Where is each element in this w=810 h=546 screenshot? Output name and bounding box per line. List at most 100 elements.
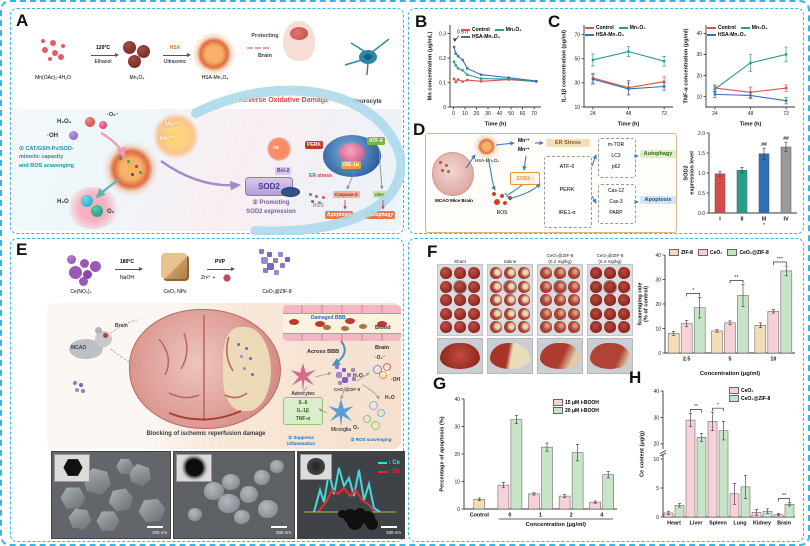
reactant-label: Mn(OAc)₂·4H₂O	[35, 75, 71, 81]
data-point	[456, 78, 460, 81]
p62-label: p62	[611, 164, 621, 170]
ros-ring-icon	[379, 371, 387, 379]
brain-slice	[553, 294, 567, 306]
ir-burst-icon	[267, 137, 291, 161]
cas3-label: Cas-3	[609, 199, 623, 205]
legend-item: HSA-Mn₃O₄	[585, 32, 624, 38]
svg-text:40: 40	[653, 389, 659, 395]
data-point	[452, 60, 456, 63]
data-point	[456, 67, 460, 70]
svg-text:30: 30	[574, 81, 580, 87]
reaction-temp: 180°C	[120, 259, 134, 265]
o2-label: O₂	[107, 209, 115, 215]
brain-slice	[567, 294, 580, 306]
ce-reactant-label: Ce(NO₃)₃	[70, 289, 92, 295]
bar	[724, 322, 736, 354]
tem-inset	[54, 454, 90, 482]
legend-item: Mn₃O₄	[618, 25, 646, 31]
bar	[680, 323, 693, 354]
h2o-ring-icon	[369, 401, 378, 410]
brain-slice	[553, 267, 567, 279]
superoxide-label: ·O₂⁻	[375, 355, 386, 361]
perk-label: PERK	[559, 187, 575, 193]
brain-slice	[567, 280, 580, 293]
brain-slice	[603, 307, 617, 320]
brain-slice	[453, 267, 467, 279]
apoptosis-chip: Apoptosis	[325, 211, 354, 219]
data-point	[749, 61, 752, 65]
panel-b-label: B	[415, 12, 428, 31]
blood-label: Blood	[375, 325, 391, 331]
mitochondria-icon	[281, 187, 300, 197]
brain-slice	[603, 321, 617, 333]
svg-text:40: 40	[454, 397, 460, 403]
svg-text:IL-1β concentration (pg/ml): IL-1β concentration (pg/ml)	[562, 30, 568, 102]
bar	[767, 311, 780, 354]
brain-slice	[603, 267, 617, 279]
scale-bar	[147, 526, 163, 528]
scale-label: 200 nm	[275, 530, 291, 535]
data-point	[454, 52, 457, 55]
bar	[754, 325, 767, 354]
hsa-label: HSA	[169, 45, 181, 51]
scale-label: 100 nm	[385, 530, 401, 535]
svg-text:0: 0	[443, 105, 446, 111]
svg-text:10: 10	[770, 357, 776, 363]
mouse-ear-icon	[95, 327, 102, 334]
suppress-caption: ① Suppress inflammation	[286, 435, 315, 446]
svg-text:**: **	[782, 493, 787, 499]
brain-slice	[517, 280, 530, 293]
svg-text:2.5: 2.5	[683, 357, 691, 363]
ttc-slice-grid	[537, 264, 583, 336]
large-brain-slice	[540, 343, 580, 369]
svg-text:Concentration (μg/ml): Concentration (μg/ml)	[526, 522, 586, 528]
svg-text:30: 30	[696, 52, 702, 58]
eds-peaks-icon	[304, 467, 396, 513]
svg-text:IV: IV	[783, 217, 788, 223]
data-point	[591, 58, 595, 62]
svg-text:0: 0	[452, 111, 455, 117]
svg-text:1: 1	[539, 513, 542, 519]
ros-label: ROS	[496, 210, 508, 216]
panel-f-label: F	[427, 242, 438, 261]
svg-text:0.1: 0.1	[439, 80, 446, 86]
atf6-chip: ATF-6	[367, 137, 385, 145]
o2-ring-icon	[371, 421, 380, 430]
data-point	[461, 69, 464, 72]
brain-slice	[552, 279, 568, 294]
brain-slice	[440, 307, 453, 320]
svg-text:20: 20	[653, 442, 659, 448]
ros-label: ROS	[313, 203, 324, 209]
large-brain-slice	[590, 343, 630, 369]
svg-text:50: 50	[574, 57, 580, 63]
brain-slice	[540, 280, 553, 293]
svg-text:10: 10	[574, 105, 580, 111]
brain-in-head-icon	[290, 27, 308, 40]
legend-item: CeO₂	[729, 387, 754, 394]
brain-slice	[467, 307, 480, 320]
zn-label: Zn²⁺ +	[201, 275, 216, 281]
scale-bar	[271, 526, 287, 528]
brain-slice	[540, 267, 553, 279]
sem-image-2: 200 nm	[173, 451, 295, 539]
reaction-solvent: Ethanol	[94, 59, 112, 65]
brain-slice	[503, 294, 517, 306]
perk-chip: PERK	[305, 141, 323, 149]
data-point	[466, 73, 469, 76]
ceo2-cube-icon	[161, 253, 187, 279]
svg-text:Percentage of apoptosis (%): Percentage of apoptosis (%)	[440, 416, 446, 491]
legend-item: CeO₂	[697, 249, 722, 256]
svg-text:5: 5	[729, 357, 732, 363]
brain-slice	[567, 321, 580, 333]
hsa-mn3o4-label: HSA-Mn₃O₄	[474, 158, 500, 163]
panel-d-label: D	[413, 120, 426, 139]
legend-item: HSA-Mn₃O₄	[707, 32, 746, 38]
data-point	[713, 87, 717, 91]
